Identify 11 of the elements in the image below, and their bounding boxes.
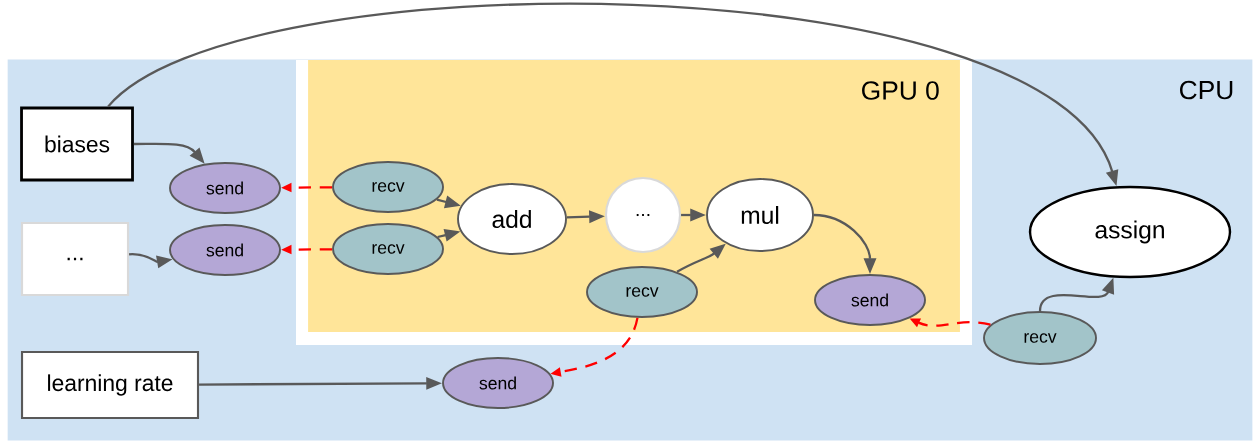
variable-box: ... bbox=[20, 221, 130, 297]
recv-op: recv bbox=[983, 311, 1097, 365]
recv-op: recv bbox=[332, 161, 444, 213]
variable-box: learning rate bbox=[20, 350, 200, 420]
send-op: send bbox=[169, 224, 281, 276]
send-op: send bbox=[442, 357, 554, 409]
recv-op: recv bbox=[332, 223, 444, 275]
variable-box: biases bbox=[20, 106, 134, 182]
send-op: send bbox=[169, 162, 281, 214]
recv-op: recv bbox=[586, 266, 698, 318]
send-op: send bbox=[814, 274, 926, 326]
